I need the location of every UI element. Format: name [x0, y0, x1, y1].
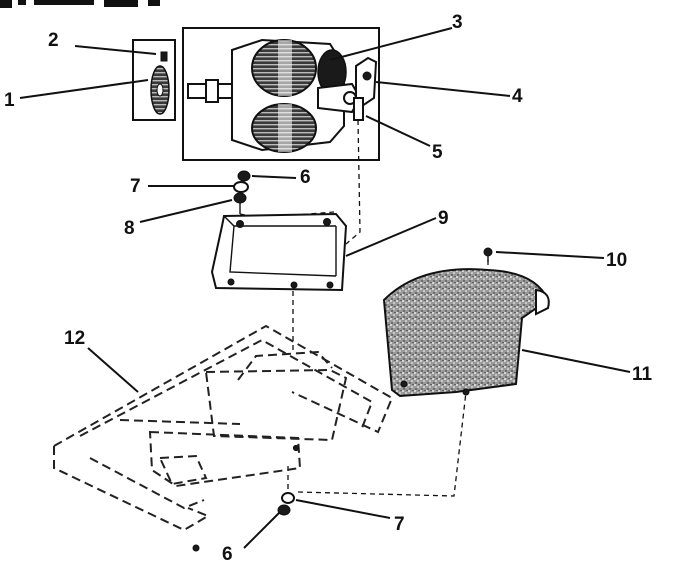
callout-3: 3	[452, 12, 463, 33]
screw	[483, 247, 493, 262]
dashed-frame	[53, 324, 394, 552]
callout-7-bottom: 7	[394, 514, 405, 535]
mounting-bracket	[210, 212, 348, 292]
callout-10: 10	[606, 250, 627, 271]
callout-4: 4	[512, 86, 523, 107]
leader-lines	[19, 27, 631, 549]
callout-6-bottom: 6	[222, 544, 233, 565]
curved-cover	[382, 268, 550, 398]
callout-7-top: 7	[130, 176, 141, 197]
callout-labels: 2 1 3 4 5 6 7 8 9 10 11 12 6 7	[4, 12, 653, 565]
roller-assembly-inset	[182, 27, 380, 161]
callout-9: 9	[438, 208, 449, 229]
callout-6-top: 6	[300, 167, 311, 188]
nut-washer-stack-top	[233, 170, 251, 214]
callout-1: 1	[4, 90, 15, 111]
drive-bracket	[353, 56, 378, 121]
callout-11: 11	[632, 364, 653, 385]
callout-5: 5	[432, 142, 443, 163]
callout-8: 8	[124, 218, 135, 239]
nut-washer-stack-bottom	[277, 492, 295, 516]
callout-2: 2	[48, 30, 59, 51]
cropped-heading-fragment	[0, 0, 160, 8]
callout-12: 12	[64, 328, 85, 349]
